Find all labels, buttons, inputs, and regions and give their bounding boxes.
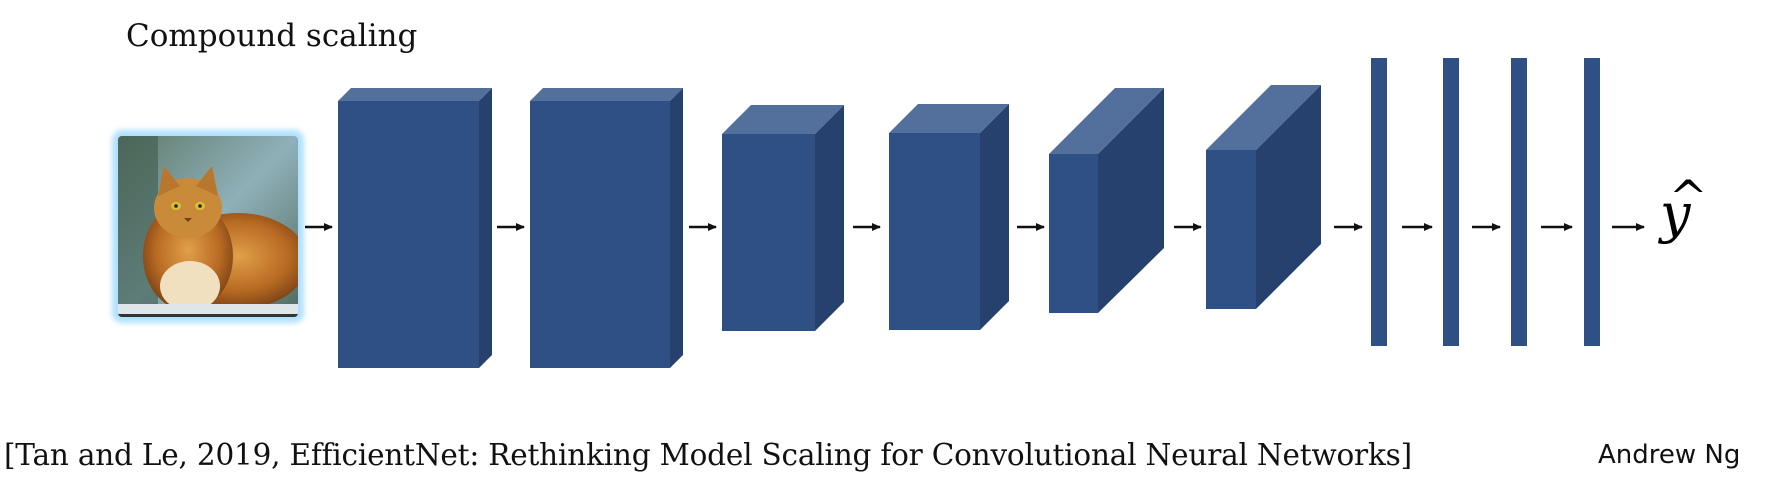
output-y-hat: y ^ [1660,170,1708,252]
output-label: y [1660,182,1691,245]
conv-block-5 [1049,88,1164,313]
cat-photo-icon [118,136,298,317]
dense-layer-1 [1371,58,1387,346]
author-name: Andrew Ng [1598,440,1741,470]
conv-block-1 [338,88,492,368]
conv-block-6 [1206,85,1321,309]
slide-title: Compound scaling [126,18,418,54]
citation: [Tan and Le, 2019, EfficientNet: Rethink… [4,438,1412,472]
conv-block-3 [722,105,844,331]
dense-layer-2 [1443,58,1459,346]
dense-layer-3 [1511,58,1527,346]
conv-block-4 [889,104,1009,330]
output-hat: ^ [1669,170,1708,224]
conv-block-2 [530,88,683,368]
dense-layer-4 [1584,58,1600,346]
